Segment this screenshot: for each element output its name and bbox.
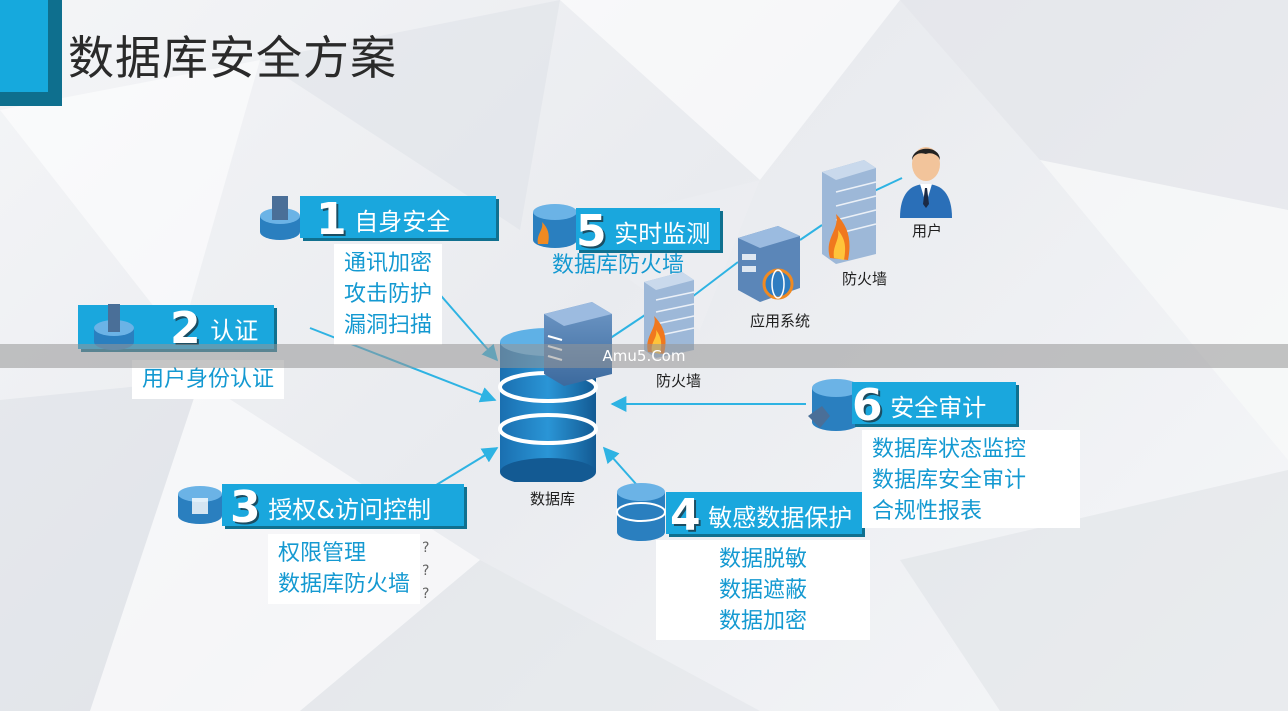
question-mark: ? bbox=[422, 563, 430, 579]
module-4-item: 数据加密 bbox=[718, 609, 807, 634]
module-6-item: 合规性报表 bbox=[872, 499, 983, 524]
module-3-number: 3 bbox=[230, 482, 261, 533]
module-1-items: 通讯加密 攻击防护 漏洞扫描 bbox=[334, 244, 443, 345]
watermark-band bbox=[0, 344, 1288, 368]
database-label: 数据库 bbox=[530, 490, 576, 508]
module-1-item: 通讯加密 bbox=[344, 251, 433, 276]
module-4-number: 4 bbox=[670, 490, 701, 541]
title-accent-bar-light bbox=[0, 0, 48, 92]
module-5-items: 数据库防火墙 bbox=[542, 250, 694, 281]
firewall-icon bbox=[822, 160, 877, 264]
module-4-item: 数据脱敏 bbox=[718, 547, 807, 572]
arrow-from-module-4 bbox=[602, 446, 637, 485]
module-5-title: 实时监测 bbox=[614, 220, 711, 248]
watermark: Amu5.Com bbox=[602, 347, 686, 365]
module-3-icon bbox=[178, 486, 222, 524]
module-3-items: 权限管理 数据库防火墙 bbox=[268, 534, 421, 604]
module-6-number: 6 bbox=[852, 380, 883, 431]
module-6-banner: 6 安全审计 bbox=[852, 380, 1016, 431]
module-2-title: 认证 bbox=[210, 317, 259, 345]
app-server-icon bbox=[738, 226, 800, 302]
module-5-item: 数据库防火墙 bbox=[552, 253, 685, 278]
module-1-banner: 1 自身安全 bbox=[300, 194, 496, 245]
module-1-number: 1 bbox=[316, 194, 347, 245]
module-1-title: 自身安全 bbox=[354, 208, 451, 236]
app-system-label: 应用系统 bbox=[750, 312, 811, 330]
question-mark: ? bbox=[422, 586, 430, 602]
module-5-number: 5 bbox=[576, 206, 607, 257]
question-mark: ? bbox=[422, 540, 430, 556]
firewall-icon bbox=[644, 272, 695, 358]
module-3-banner: 3 授权&访问控制 bbox=[222, 482, 464, 533]
module-4-icon bbox=[616, 483, 666, 541]
module-4-items: 数据脱敏 数据遮蔽 数据加密 bbox=[656, 540, 870, 640]
module-3-item: 数据库防火墙 bbox=[278, 572, 411, 597]
module-2-number: 2 bbox=[170, 303, 201, 354]
module-2-item: 用户身份认证 bbox=[142, 367, 275, 392]
firewall-near-label: 防火墙 bbox=[656, 372, 702, 390]
module-1-item: 攻击防护 bbox=[344, 282, 433, 307]
module-1-item: 漏洞扫描 bbox=[344, 313, 433, 338]
arrow-from-module-3 bbox=[427, 447, 499, 491]
database-icon bbox=[498, 302, 612, 482]
user-label: 用户 bbox=[912, 222, 943, 240]
module-1-icon bbox=[260, 196, 300, 240]
module-5-banner: 5 实时监测 bbox=[576, 206, 720, 257]
module-3-item: 权限管理 bbox=[278, 541, 367, 566]
module-6-items: 数据库状态监控 数据库安全审计 合规性报表 bbox=[862, 430, 1080, 528]
module-4-banner: 4 敏感数据保护 bbox=[666, 490, 862, 541]
firewall-far-label: 防火墙 bbox=[842, 270, 888, 288]
user-icon bbox=[900, 147, 952, 218]
module-4-item: 数据遮蔽 bbox=[718, 578, 807, 603]
module-6-title: 安全审计 bbox=[890, 394, 987, 422]
module-6-item: 数据库安全审计 bbox=[872, 468, 1027, 493]
module-4-title: 敏感数据保护 bbox=[708, 504, 853, 532]
module-6-item: 数据库状态监控 bbox=[872, 437, 1027, 462]
module-5-icon bbox=[533, 204, 577, 248]
page-title: 数据库安全方案 bbox=[68, 31, 397, 85]
module-3-title: 授权&访问控制 bbox=[268, 496, 431, 524]
